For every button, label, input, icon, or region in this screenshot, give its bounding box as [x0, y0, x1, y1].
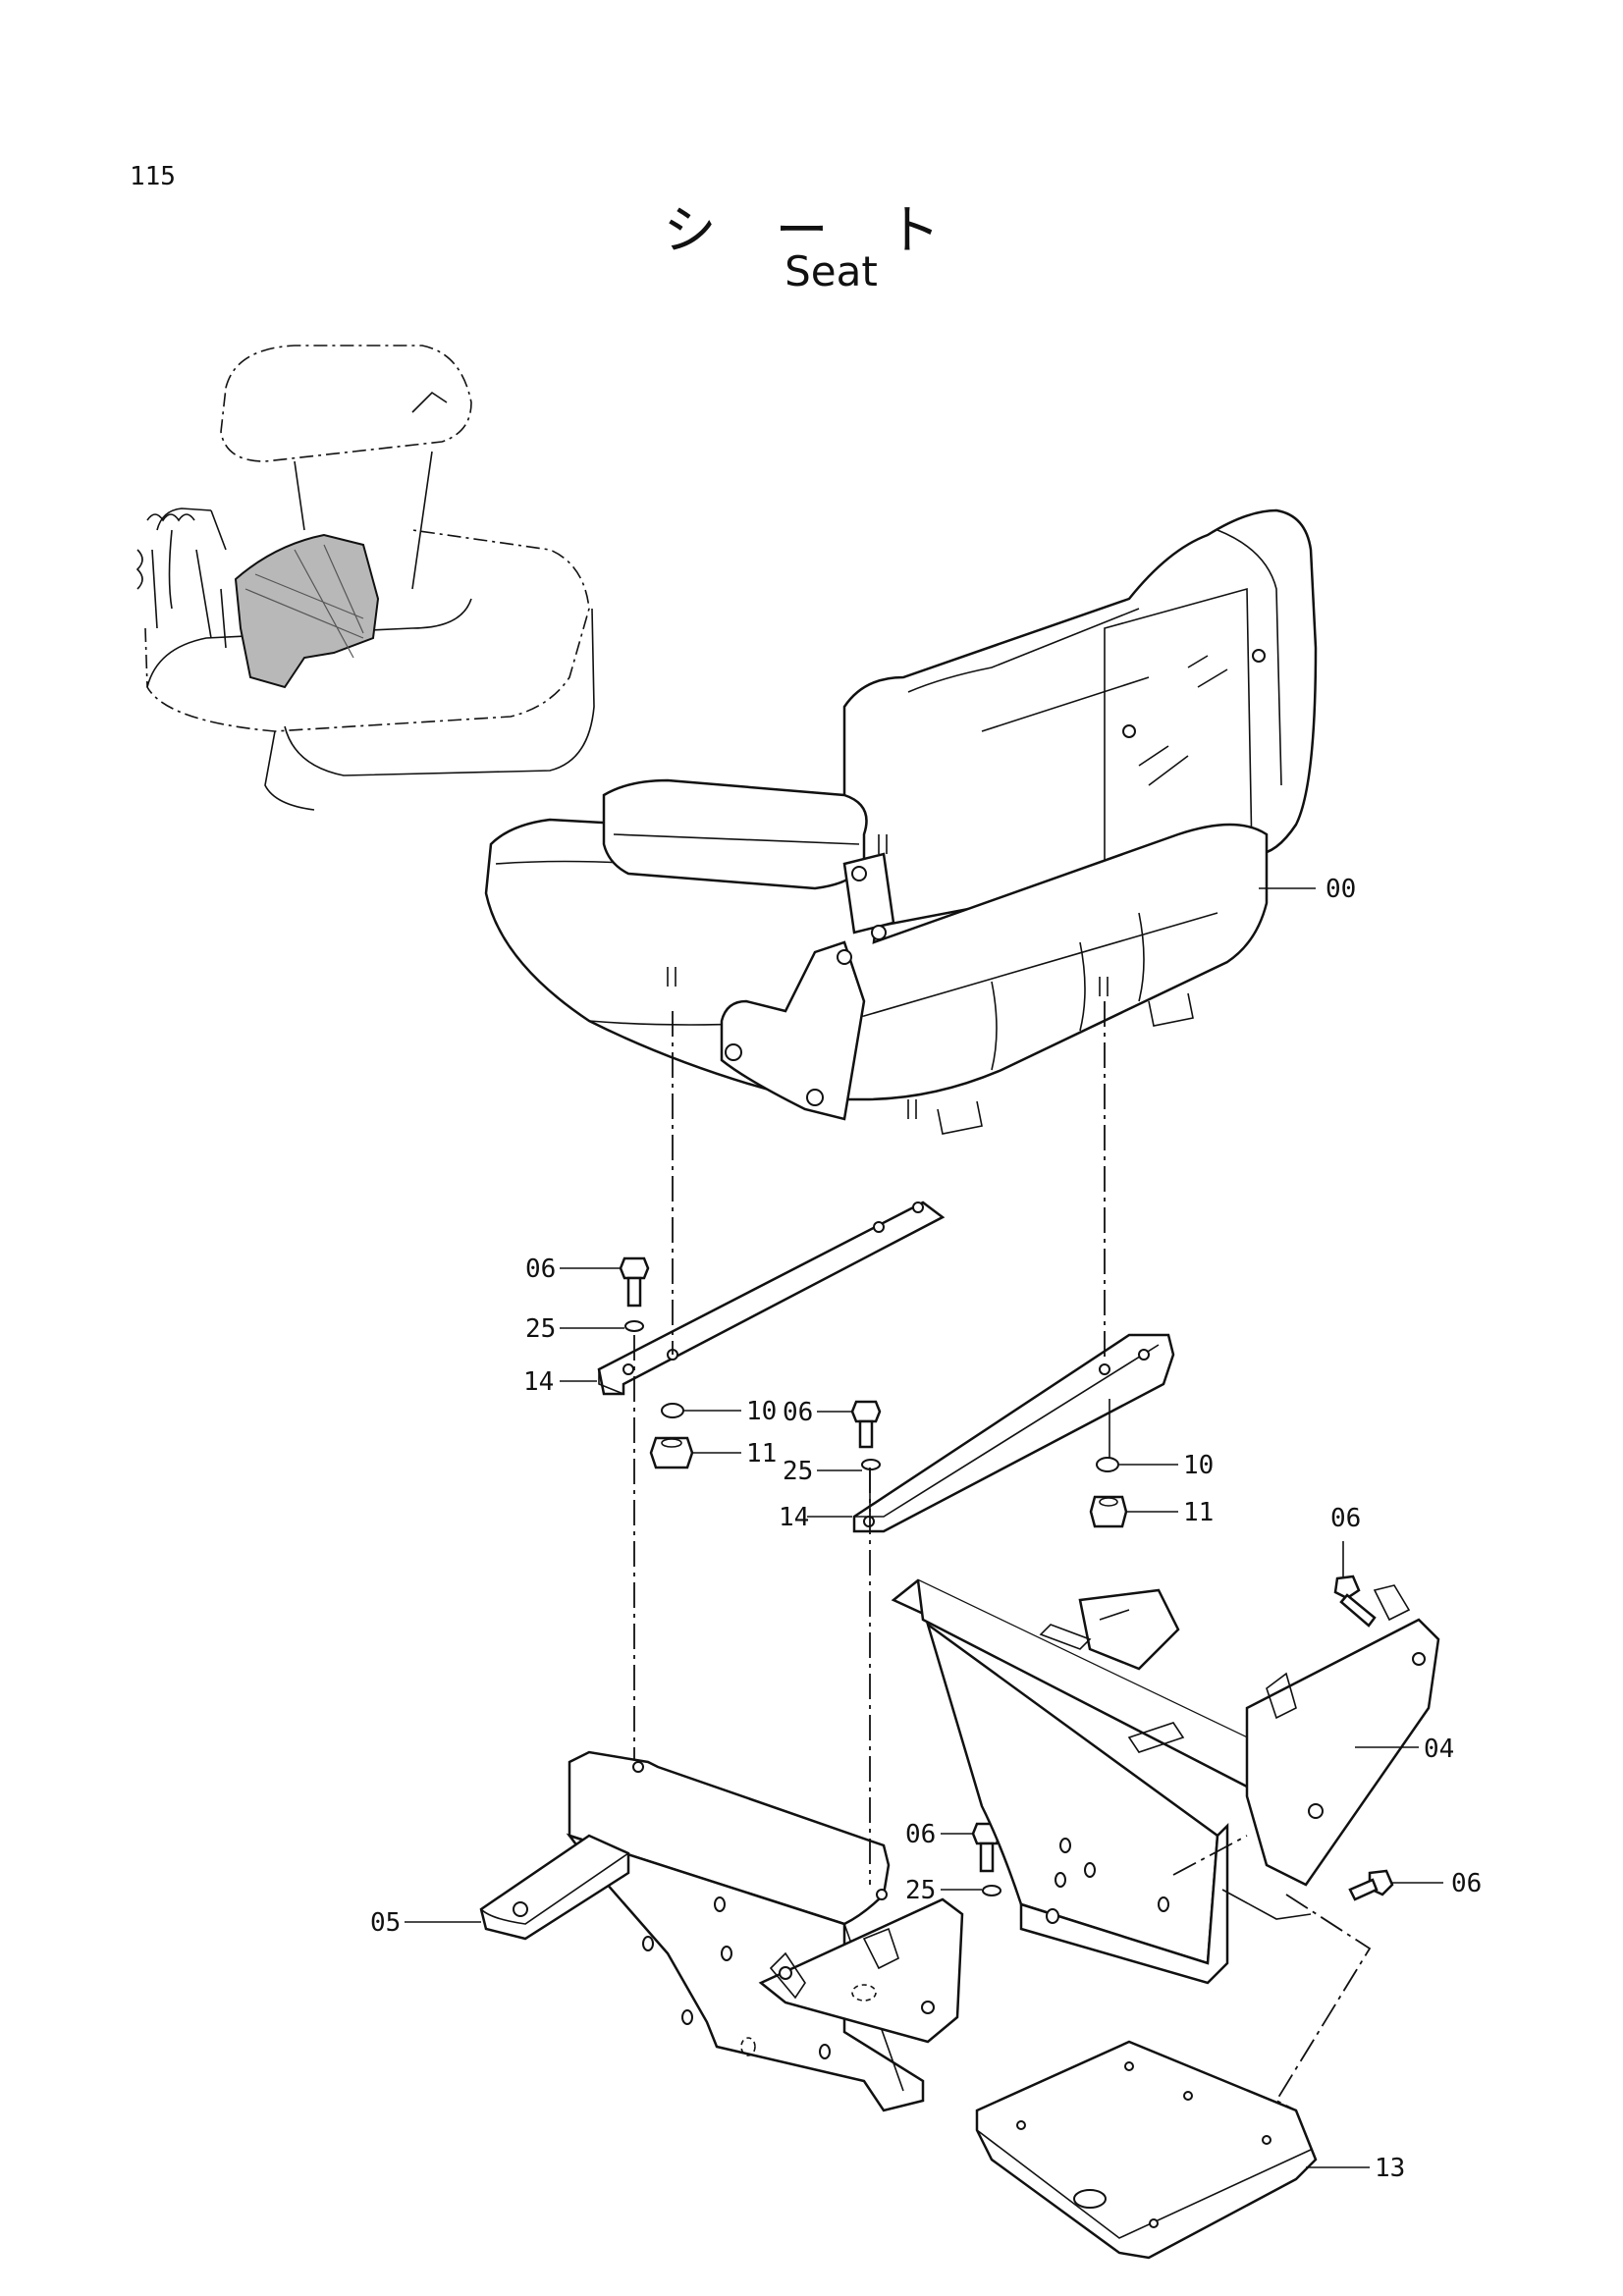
alignment-lines: [633, 1001, 1372, 2111]
slide-rail-left: [597, 1201, 946, 1396]
label-part-14-right: 14: [779, 1503, 809, 1532]
label-part-11-left: 11: [746, 1439, 777, 1468]
seat-assembly: [484, 508, 1318, 1135]
title-japanese: シート: [663, 199, 1000, 261]
label-part-25-lower: 25: [905, 1876, 936, 1905]
bracket-05: [479, 1750, 964, 2112]
washer-25-middle: [861, 1459, 881, 1470]
bolt-06-middle: [850, 1400, 882, 1449]
part-labels: 00 04 05 06 06 06 06 06 10 10 11 11 13 1…: [370, 875, 1482, 2183]
label-part-00: 00: [1325, 875, 1356, 904]
label-part-10-left: 10: [746, 1397, 777, 1426]
nut-11-right: [1089, 1495, 1128, 1528]
label-part-05: 05: [370, 1908, 401, 1938]
washer-25-left: [624, 1320, 644, 1332]
location-inset: [135, 345, 595, 811]
plate-13: [975, 2040, 1318, 2260]
bolt-06-lower-right: [1348, 1869, 1394, 1901]
label-part-06-middle: 06: [783, 1398, 813, 1427]
washer-25-lower: [982, 1885, 1001, 1896]
label-part-06-upper-left: 06: [525, 1255, 556, 1284]
bolt-06-right-top: [1333, 1575, 1377, 1628]
nut-11-left: [649, 1436, 694, 1469]
label-part-06-lower-middle: 06: [905, 1820, 936, 1849]
bolt-06-upper-left: [619, 1256, 650, 1308]
leader-lines: [405, 887, 1443, 2168]
label-part-06-lower-right: 06: [1451, 1869, 1482, 1898]
washer-10-left: [661, 1403, 684, 1418]
label-part-06-right-top: 06: [1330, 1504, 1361, 1533]
page-number: 115: [130, 162, 176, 191]
label-part-25-left: 25: [525, 1314, 556, 1344]
bracket-04: [891, 1578, 1440, 1985]
label-part-11-right: 11: [1183, 1498, 1214, 1527]
title-english: Seat: [784, 247, 878, 295]
label-part-13: 13: [1375, 2154, 1405, 2183]
label-part-14-left: 14: [523, 1367, 554, 1397]
label-part-25-middle: 25: [783, 1457, 813, 1486]
label-part-10-right: 10: [1183, 1451, 1214, 1480]
slide-rail-right: [852, 1333, 1175, 1533]
label-part-04: 04: [1424, 1735, 1454, 1764]
washer-10-right: [1096, 1457, 1119, 1472]
